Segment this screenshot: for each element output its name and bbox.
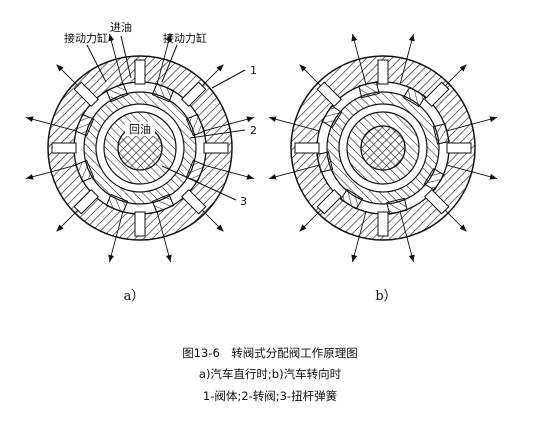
label-part-2: 2 (250, 124, 257, 137)
body-port (446, 142, 472, 154)
rotor-tooth (340, 188, 364, 210)
body-port (377, 211, 389, 237)
body-port (316, 81, 342, 107)
valve-a: 进油 接动力缸 接动力缸 回油 1 2 3 a） (25, 20, 257, 304)
label-sub-a: a） (124, 289, 145, 304)
label-to-cylinder-right: 接动力缸 (163, 31, 207, 45)
body-port (181, 189, 207, 215)
rotor-tooth (105, 193, 129, 214)
body-port (424, 81, 450, 107)
body-port (203, 142, 229, 154)
label-part-3: 3 (240, 195, 247, 208)
valve-b-ports (294, 59, 472, 237)
valve-diagram: 进油 接动力缸 接动力缸 回油 1 2 3 a） b） (25, 20, 498, 304)
rotor-tooth (151, 193, 175, 214)
body-port (73, 189, 99, 215)
caption-legend: 1-阀体;2-转阀;3-扭杆弹簧 (202, 389, 338, 403)
rotor-tooth (321, 105, 343, 129)
rotor-tooth (432, 123, 450, 145)
body-port (134, 211, 146, 237)
label-part-1: 1 (250, 64, 257, 77)
rotor-tooth (105, 82, 129, 103)
caption-title: 图13-6 转阀式分配阀工作原理图 (182, 346, 358, 360)
rotor-tooth (74, 113, 95, 137)
valve-a-rotor-teeth (74, 82, 206, 214)
rotor-tooth (358, 81, 380, 99)
valve-b: b） (268, 33, 498, 304)
rotor-tooth (74, 159, 95, 183)
body-port (51, 142, 77, 154)
rotor-tooth (316, 151, 334, 173)
body-port (134, 59, 146, 85)
caption-subtitle: a)汽车直行时;b)汽车转向时 (198, 367, 342, 381)
rotor-tooth (151, 82, 175, 103)
label-sub-b: b） (375, 289, 396, 304)
valve-a-ports (51, 59, 229, 237)
rotor-tooth (386, 197, 408, 215)
rotor-tooth (402, 86, 426, 108)
body-port (424, 189, 450, 215)
label-inlet: 进油 (110, 20, 132, 34)
rotor-tooth (423, 167, 445, 191)
rotor-tooth (185, 113, 206, 137)
body-port (377, 59, 389, 85)
body-port (73, 81, 99, 107)
label-return: 回油 (129, 122, 151, 136)
valve-b-rotor-teeth (316, 81, 450, 215)
body-port (316, 189, 342, 215)
label-to-cylinder-left: 接动力缸 (64, 31, 108, 45)
body-port (294, 142, 320, 154)
body-port (181, 81, 207, 107)
valve-b-torsion-bar (360, 125, 406, 171)
